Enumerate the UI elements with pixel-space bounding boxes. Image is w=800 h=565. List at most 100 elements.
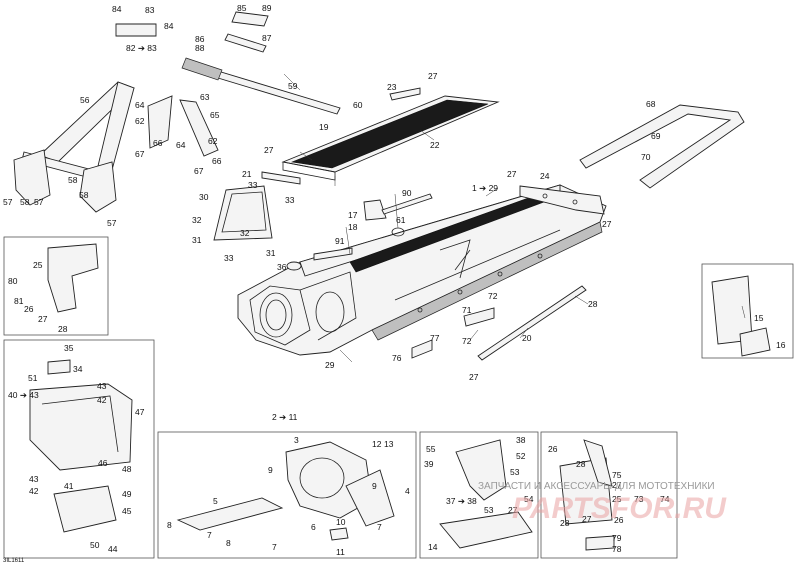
callout-76: 76 xyxy=(392,353,402,363)
callout-27: 27 xyxy=(38,314,48,324)
callout-67: 67 xyxy=(135,149,145,159)
tunnel-cover-part-22 xyxy=(281,95,500,181)
callout-33: 33 xyxy=(224,253,234,263)
callout-13: 13 xyxy=(384,439,394,449)
callout-58: 58 xyxy=(68,175,78,185)
callout-58: 58 xyxy=(20,197,30,207)
callout-38: 38 xyxy=(516,435,526,445)
side-bracket-part-24 xyxy=(519,185,605,215)
callout-33: 33 xyxy=(285,195,295,205)
callout-78: 78 xyxy=(612,544,622,554)
callout-27: 27 xyxy=(508,505,518,515)
inset-parts xyxy=(29,243,771,551)
callout-69: 69 xyxy=(651,131,661,141)
callout-54: 54 xyxy=(524,494,534,504)
callout-20: 20 xyxy=(522,333,532,343)
callout-42: 42 xyxy=(97,395,107,405)
watermark-brand: PARTSFOR.RU xyxy=(512,492,727,525)
callout-27: 27 xyxy=(582,514,592,524)
callout-90: 90 xyxy=(402,188,412,198)
callout-51: 51 xyxy=(28,373,38,383)
callout-26: 26 xyxy=(614,515,624,525)
callout-62: 62 xyxy=(135,116,145,126)
callout-75: 75 xyxy=(612,470,622,480)
callout-70: 70 xyxy=(641,152,651,162)
callout-45: 45 xyxy=(122,506,132,516)
watermark: ЗАПЧАСТИ И АКСЕССУАРЫ ДЛЯ МОТОТЕХНИКИ PA… xyxy=(478,481,727,525)
callout-25: 25 xyxy=(612,494,622,504)
callout-35: 35 xyxy=(64,343,74,353)
callout-8: 8 xyxy=(167,520,172,530)
callout-44: 44 xyxy=(108,544,118,554)
callout-18: 18 xyxy=(348,222,358,232)
callout-60: 60 xyxy=(353,100,363,110)
inset-front-frame-box xyxy=(157,431,417,559)
callout-46: 46 xyxy=(98,458,108,468)
callout-17: 17 xyxy=(348,210,358,220)
callout-64: 64 xyxy=(176,140,186,150)
callout-27: 27 xyxy=(264,145,274,155)
callout-49: 49 xyxy=(122,489,132,499)
callout-36: 36 xyxy=(277,262,287,272)
callout-55: 55 xyxy=(426,444,436,454)
callout-10: 10 xyxy=(336,517,346,527)
callout-58: 58 xyxy=(79,190,89,200)
callout-57: 57 xyxy=(107,218,117,228)
callout-27: 27 xyxy=(428,71,438,81)
callout-42: 42 xyxy=(29,486,39,496)
callout-1-29: 1 ➔ 29 xyxy=(472,183,498,193)
callout-12: 12 xyxy=(372,439,382,449)
callout-61: 61 xyxy=(396,215,406,225)
slide-rail-part-20 xyxy=(477,285,587,361)
callout-32: 32 xyxy=(240,228,250,238)
callout-21: 21 xyxy=(242,169,252,179)
callout-47: 47 xyxy=(135,407,145,417)
callout-85: 85 xyxy=(237,3,247,13)
callout-48: 48 xyxy=(122,464,132,474)
inset-bumper-plate-box xyxy=(540,431,678,559)
callout-65: 65 xyxy=(210,110,220,120)
callout-5: 5 xyxy=(213,496,218,506)
callout-63: 63 xyxy=(200,92,210,102)
callout-89: 89 xyxy=(262,3,272,13)
callout-64: 64 xyxy=(135,100,145,110)
callout-27: 27 xyxy=(612,480,622,490)
callout-43: 43 xyxy=(97,381,107,391)
callout-34: 34 xyxy=(73,364,83,374)
callout-19: 19 xyxy=(319,122,329,132)
callout-82-83: 82 ➔ 83 xyxy=(126,43,157,53)
callout-3: 3 xyxy=(294,435,299,445)
callout-2-11: 2 ➔ 11 xyxy=(272,412,298,422)
callout-57: 57 xyxy=(3,197,13,207)
callout-72: 72 xyxy=(462,336,472,346)
callout-22: 22 xyxy=(430,140,440,150)
callout-15: 15 xyxy=(754,313,764,323)
callout-23: 23 xyxy=(387,82,397,92)
callout-43: 43 xyxy=(29,474,39,484)
callout-16: 16 xyxy=(776,340,786,350)
tunnel-assembly xyxy=(237,184,607,356)
small-parts-top xyxy=(115,11,421,185)
callout-32: 32 xyxy=(192,215,202,225)
callout-91: 91 xyxy=(335,236,345,246)
callout-57: 57 xyxy=(34,197,44,207)
callout-9: 9 xyxy=(372,481,377,491)
steering-shaft-part-59 xyxy=(181,57,341,115)
callout-53: 53 xyxy=(484,505,494,515)
callout-83: 83 xyxy=(145,5,155,15)
steering-column-part-56 xyxy=(13,81,135,213)
callout-37-38: 37 ➔ 38 xyxy=(446,496,477,506)
callout-88: 88 xyxy=(195,43,205,53)
callout-28: 28 xyxy=(588,299,598,309)
callout-7: 7 xyxy=(207,530,212,540)
callout-68: 68 xyxy=(646,99,656,109)
callout-11: 11 xyxy=(336,547,345,557)
callout-25: 25 xyxy=(33,260,43,270)
callout-77: 77 xyxy=(430,333,440,343)
inset-steering-support-box xyxy=(3,339,155,559)
inset-frames xyxy=(3,236,794,559)
callout-72: 72 xyxy=(488,291,498,301)
callout-30: 30 xyxy=(199,192,209,202)
callout-14: 14 xyxy=(428,542,438,552)
